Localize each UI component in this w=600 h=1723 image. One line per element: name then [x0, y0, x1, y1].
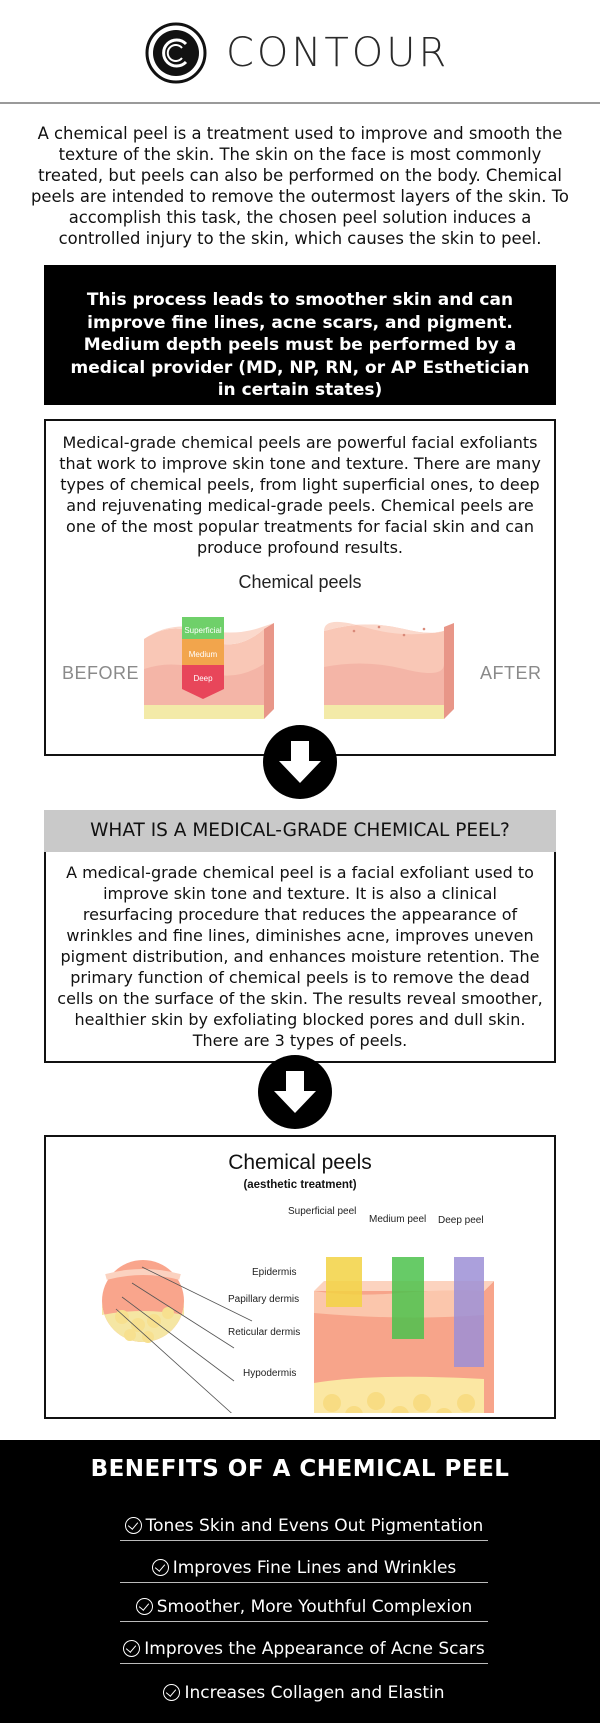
benefit-item: Improves the Appearance of Acne Scars — [120, 1634, 488, 1664]
medium-peel-bar — [392, 1257, 424, 1339]
figure-title: Chemical peels — [238, 572, 362, 592]
benefit-item: Improves Fine Lines and Wrinkles — [120, 1553, 488, 1583]
superficial-peel-label: Superficial peel — [288, 1206, 357, 1217]
brand-name[interactable]: CONTOUR — [226, 30, 450, 76]
after-skin-block — [324, 621, 454, 719]
skin-block — [314, 1257, 494, 1413]
superficial-peel-bar — [326, 1257, 362, 1307]
medical-grade-text: A medical-grade chemical peel is a facia… — [57, 863, 543, 1050]
benefits-section: BENEFITS OF A CHEMICAL PEEL Tones Skin a… — [0, 1440, 600, 1723]
benefits-title: BENEFITS OF A CHEMICAL PEEL — [90, 1456, 510, 1482]
skin-layers-diagram — [102, 1257, 494, 1413]
depth-superficial-label: Superficial — [184, 626, 222, 635]
peel-types-card: Medical-grade chemical peels are powerfu… — [44, 419, 556, 756]
hypodermis-label: Hypodermis — [243, 1368, 297, 1379]
diagram-title: Chemical peels — [228, 1151, 372, 1174]
after-label: AFTER — [480, 663, 542, 683]
copyright-c-logo-icon[interactable] — [145, 22, 207, 84]
deep-peel-label: Deep peel — [438, 1215, 484, 1226]
before-label: BEFORE — [62, 663, 140, 683]
benefit-item: Smoother, More Youthful Complexion — [120, 1592, 488, 1622]
medical-grade-card: A medical-grade chemical peel is a facia… — [44, 852, 556, 1063]
site-header: CONTOUR — [0, 0, 600, 104]
before-skin-block: Superficial Medium Deep — [144, 617, 274, 719]
highlight-box: This process leads to smoother skin and … — [44, 265, 556, 405]
section-heading-medical-grade: WHAT IS A MEDICAL-GRADE CHEMICAL PEEL? — [44, 810, 556, 852]
check-circle-icon — [124, 1517, 142, 1534]
depth-deep-label: Deep — [193, 674, 213, 683]
down-arrow-icon — [263, 725, 337, 799]
deep-peel-bar — [454, 1257, 484, 1367]
layer-pointer-lines — [115, 1266, 253, 1413]
intro-paragraph: A chemical peel is a treatment used to i… — [31, 124, 569, 248]
papillary-dermis-label: Papillary dermis — [228, 1294, 300, 1305]
benefit-item: Tones Skin and Evens Out Pigmentation — [120, 1511, 488, 1541]
down-arrow-icon — [258, 1055, 332, 1129]
depth-medium-label: Medium — [189, 650, 218, 659]
magnified-skin-circle — [102, 1260, 184, 1343]
benefit-item: Increases Collagen and Elastin — [120, 1678, 488, 1708]
before-after-skin-illustration: Superficial Medium Deep — [144, 617, 454, 719]
epidermis-label: Epidermis — [252, 1267, 297, 1278]
diagram-subtitle: (aesthetic treatment) — [243, 1179, 357, 1191]
peel-types-text: Medical-grade chemical peels are powerfu… — [59, 433, 541, 557]
medium-peel-label: Medium peel — [369, 1214, 427, 1225]
check-circle-icon — [123, 1640, 141, 1657]
peel-depth-diagram-card: Chemical peels (aesthetic treatment) — [44, 1135, 556, 1419]
check-circle-icon — [163, 1684, 181, 1701]
reticular-dermis-label: Reticular dermis — [228, 1327, 301, 1338]
check-circle-icon — [135, 1598, 153, 1615]
check-circle-icon — [151, 1559, 169, 1576]
highlight-text: This process leads to smoother skin and … — [70, 290, 530, 400]
